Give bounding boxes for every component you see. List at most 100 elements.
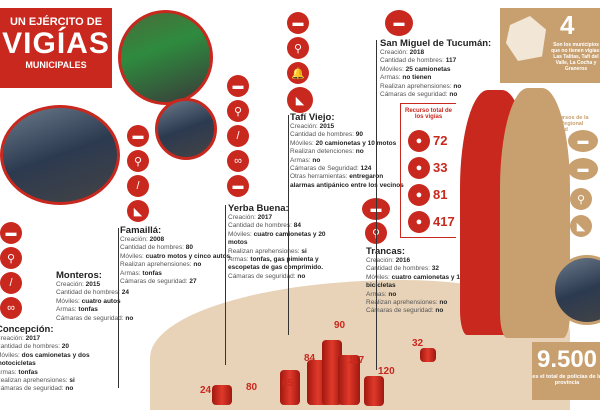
resource-item: ●33 [408, 154, 458, 181]
photo-vigias-cars [0, 105, 120, 205]
detail-row: Móviles: cuatro camionetas y 20 motos [228, 231, 340, 248]
no-vigias-number: 4 [560, 10, 575, 40]
title-main: VIGÍAS [2, 27, 110, 60]
detail-row: Creación: 2017 [0, 335, 126, 343]
detail-row: Móviles: 25 camionetas [380, 66, 500, 74]
detail-row: Móviles: cuatro motos y cinco autos. [120, 253, 232, 261]
detail-label: Cantidad de hombres: [120, 244, 186, 252]
no-vigias-box: 4 Son los municipios que no tienen vigía… [500, 8, 600, 83]
resources-list: ●72●33●81 ●417 [408, 127, 458, 235]
detail-label: Cámaras de seguridad: [0, 385, 66, 393]
detail-row: Móviles: dos camionetas y dos motociclet… [0, 352, 126, 369]
motorcycle-icon: ⚲ [0, 247, 22, 269]
detail-row: Cantidad de hombres: 80 [120, 244, 232, 252]
detail-row: Armas: no [366, 291, 466, 299]
detail-value: 20 camionetas y 10 motos [315, 139, 397, 147]
resource-item: ●417 [408, 208, 458, 235]
motorcycle-icon: ⚲ [570, 188, 592, 210]
handcuffs-icon: ∞ [227, 150, 249, 172]
detail-label: Realizan detenciones: [290, 148, 356, 156]
detail-label: Armas: [366, 290, 389, 298]
detail-label: Realizan aprehensiones: [366, 299, 440, 307]
detail-label: Realizan aprehensiones: [228, 247, 302, 255]
detail-value: 2016 [395, 257, 411, 264]
photo-police [552, 255, 600, 325]
detail-value: no [388, 290, 397, 298]
municipality-name: Monteros: [56, 270, 102, 281]
detail-row: Realizan aprehensiones: si [0, 377, 126, 385]
pickup-icon: ▬ [227, 75, 249, 97]
province-map-icon [506, 16, 546, 61]
detail-value: no [453, 82, 462, 90]
motorcycle-icon: ⚲ [127, 150, 149, 172]
detail-label: Cantidad de hombres: [380, 57, 446, 65]
resource-item: ●72 [408, 127, 458, 154]
detail-row: Cantidad de hombres: 32 [366, 265, 466, 273]
car-icon: ● [408, 156, 430, 179]
detail-value: 2015 [85, 281, 101, 288]
camera-icon: ◣ [287, 87, 313, 113]
detail-label: Cantidad de hombres: [0, 343, 62, 351]
detail-row: Creación: 2016 [366, 257, 466, 265]
detail-label: Móviles: [120, 252, 146, 260]
detail-row: Realizan aprehensiones: no [366, 299, 466, 307]
baton-icon: / [227, 125, 249, 147]
police-total-text: es el total de policías de la provincia [532, 374, 600, 386]
detail-value: tonfas [78, 306, 98, 314]
detail-label: Realizan aprehensiones: [0, 377, 70, 385]
detail-label: Cantidad de hombres: [228, 222, 294, 230]
detail-label: Armas: [120, 269, 143, 277]
detail-row: Móviles: 20 camionetas y 10 motos [290, 140, 405, 148]
detail-label: Cámaras de Seguridad: [290, 165, 361, 173]
police-total-number: 9.500 [536, 346, 598, 373]
detail-label: Móviles: [228, 230, 254, 238]
detail-label: Móviles: [366, 273, 392, 281]
connector-line [376, 40, 377, 370]
resource-value: 81 [433, 187, 448, 202]
count-bar [420, 348, 436, 362]
detail-value: 84 [293, 222, 301, 230]
detail-value: 80 [185, 244, 193, 252]
map-count: 84 [304, 353, 316, 364]
detail-row: Realizan aprehensiones: no [120, 261, 232, 269]
detail-value: no tienen [402, 74, 432, 82]
detail-row: Realizan detenciones: no [290, 148, 405, 156]
detail-label: Creación: [380, 49, 410, 56]
detail-value: si [69, 377, 75, 385]
resource-value: 33 [433, 160, 448, 175]
detail-row: Realizan aprehensiones: si [228, 248, 340, 256]
baton-icon: / [127, 175, 149, 197]
photo-vigias-patrol [155, 98, 217, 160]
detail-label: Realizan aprehensiones: [380, 82, 454, 90]
detail-label: Armas: [380, 74, 403, 82]
map-count: 32 [412, 338, 424, 349]
map-count: 90 [334, 320, 346, 331]
detail-value: no [449, 91, 458, 99]
detail-label: Cámaras de seguridad: [56, 314, 126, 322]
detail-row: Cámaras de seguridad: no [380, 91, 500, 99]
detail-row: Creación: 2008 [120, 236, 232, 244]
connector-line [288, 115, 289, 335]
count-bar [322, 340, 342, 405]
detail-label: Cámaras de seguridad: [120, 278, 190, 286]
detail-label: Cantidad de hombres: [56, 289, 122, 297]
municipality-name: Concepción: [0, 324, 54, 335]
detail-value: 124 [360, 165, 372, 173]
title-line1: UN EJÉRCITO DE [9, 16, 103, 28]
detail-label: Cantidad de hombres: [366, 265, 432, 273]
detail-row: Armas: no [290, 157, 405, 165]
detail-label: Móviles: [56, 297, 82, 305]
detail-row: Cámaras de seguridad: 27 [120, 278, 232, 286]
detail-value: no [193, 261, 202, 269]
detail-row: Cámaras de seguridad: no [228, 273, 340, 281]
detail-value: si [301, 247, 307, 255]
detail-label: Móviles: [380, 65, 406, 73]
motorcycle-icon: ⚲ [287, 37, 309, 59]
connector-line [225, 205, 226, 365]
detail-label: Móviles: [290, 139, 316, 147]
resources-title: Recurso total de los vigías [404, 108, 452, 120]
detail-label: Móviles: [0, 351, 20, 359]
